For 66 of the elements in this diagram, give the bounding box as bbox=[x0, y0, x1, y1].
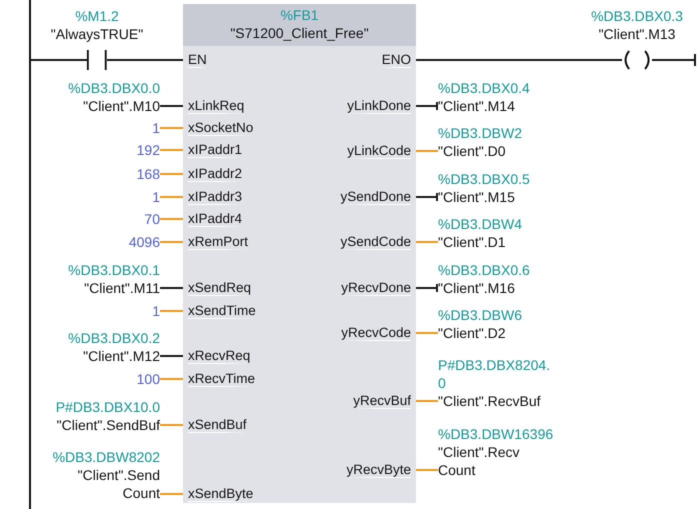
connection-line bbox=[160, 424, 183, 426]
connection-line bbox=[652, 59, 694, 61]
connection-line bbox=[160, 149, 183, 151]
connection-line bbox=[160, 127, 183, 129]
constant-value: 100 bbox=[136, 370, 160, 388]
connection-line bbox=[160, 241, 183, 243]
connection-line bbox=[416, 332, 438, 334]
operand-address: %DB3.DBX0.5 bbox=[438, 170, 530, 188]
connection-line bbox=[160, 378, 183, 380]
connection-line bbox=[160, 493, 183, 495]
constant-value: 70 bbox=[144, 210, 160, 228]
constant-value: 168 bbox=[136, 165, 160, 183]
constant-value: 1 bbox=[152, 119, 160, 137]
block-address: %FB1 bbox=[280, 6, 319, 24]
operand-address: P#DB3.DBX8204.0 bbox=[438, 356, 552, 392]
constant-value: 1 bbox=[152, 302, 160, 320]
operand-address: %DB3.DBW8202 bbox=[52, 448, 160, 466]
connection-line bbox=[160, 196, 183, 198]
connection-line bbox=[160, 218, 183, 220]
connection-line bbox=[416, 469, 438, 471]
tag-name: "Client".RecvBuf bbox=[438, 392, 542, 410]
tag-name: "Client".D2 bbox=[438, 324, 507, 342]
operand-address: P#DB3.DBX10.0 bbox=[56, 398, 160, 416]
operand-address: %DB3.DBX0.2 bbox=[68, 329, 160, 347]
operand-address: %DB3.DBX0.3 bbox=[591, 7, 683, 25]
tag-name: "Client".SendBuf bbox=[56, 416, 160, 434]
tag-name: "Client".M13 bbox=[598, 25, 676, 43]
tag-name: "Client".RecvCount bbox=[438, 443, 521, 479]
tag-name: "Client".M14 bbox=[438, 97, 516, 115]
connection-line bbox=[416, 400, 438, 402]
tag-name: "Client".D1 bbox=[438, 233, 507, 251]
operand-address: %DB3.DBW16396 bbox=[438, 425, 554, 443]
constant-value: 1 bbox=[152, 188, 160, 206]
tag-name: "AlwaysTRUE" bbox=[50, 25, 144, 43]
connection-line bbox=[160, 173, 183, 175]
connection-line bbox=[416, 192, 438, 202]
connection-line bbox=[160, 287, 183, 289]
operand-address: %M1.2 bbox=[74, 7, 120, 25]
constant-value: 4096 bbox=[128, 233, 160, 251]
connection-line bbox=[416, 241, 438, 243]
operand-address: %DB3.DBW2 bbox=[438, 124, 522, 142]
tag-name: "Client".M15 bbox=[438, 188, 516, 206]
connection-line bbox=[31, 59, 87, 61]
operand-address: %DB3.DBX0.0 bbox=[68, 79, 160, 97]
connection-line bbox=[416, 283, 438, 293]
tag-name: "Client".M10 bbox=[82, 97, 160, 115]
tag-name: "Client".M16 bbox=[438, 279, 516, 297]
operand-address: %DB3.DBX0.6 bbox=[438, 261, 530, 279]
tag-name: "Client".M12 bbox=[82, 347, 160, 365]
block-name: "S71200_Client_Free" bbox=[230, 24, 369, 42]
connection-line bbox=[107, 59, 183, 61]
tag-name: "Client".M11 bbox=[83, 279, 160, 297]
connection-line bbox=[160, 355, 183, 357]
tag-name: "Client".SendCount bbox=[76, 466, 160, 502]
operand-address: %DB3.DBW4 bbox=[438, 215, 522, 233]
connection-line bbox=[160, 310, 183, 312]
connection-line bbox=[416, 59, 622, 61]
operand-address: %DB3.DBX0.4 bbox=[438, 79, 530, 97]
connection-line bbox=[160, 105, 183, 107]
operand-address: %DB3.DBW6 bbox=[438, 306, 522, 324]
function-block bbox=[183, 4, 416, 503]
connection-line bbox=[416, 150, 438, 152]
constant-value: 192 bbox=[136, 141, 160, 159]
operand-address: %DB3.DBX0.1 bbox=[68, 261, 160, 279]
tag-name: "Client".D0 bbox=[438, 142, 507, 160]
connection-line bbox=[416, 101, 438, 111]
